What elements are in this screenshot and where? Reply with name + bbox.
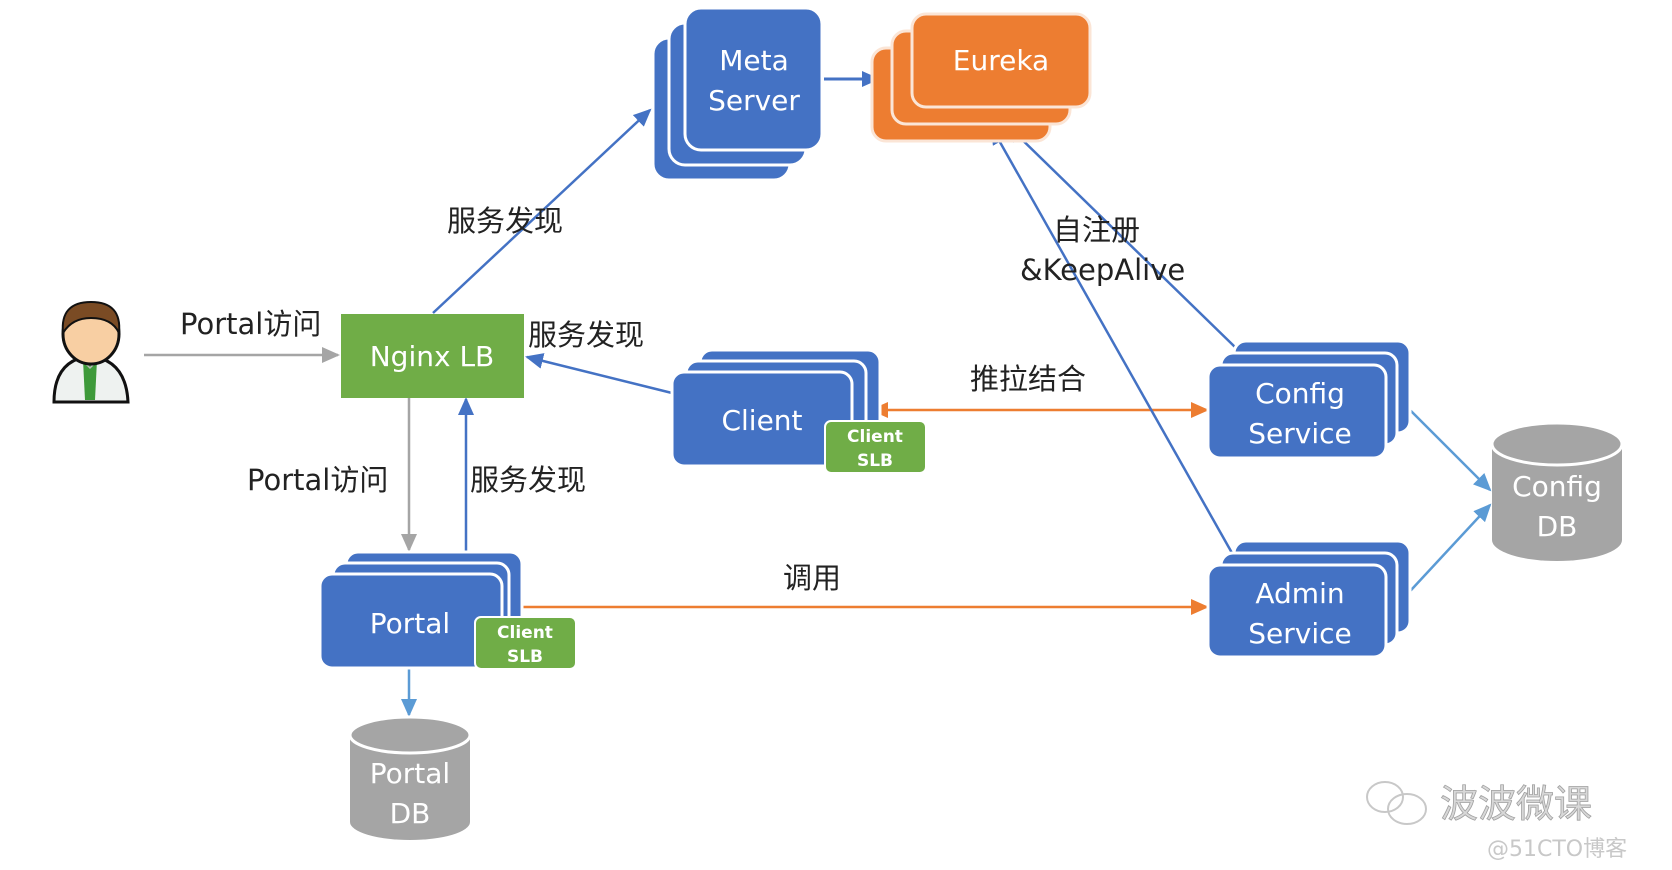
nginx-lb-label: Nginx LB	[370, 340, 495, 373]
meta-server-label-1: Meta	[719, 44, 789, 77]
label-user-to-nginx: Portal访问	[180, 307, 321, 341]
edge-admin-to-db	[1399, 503, 1492, 603]
client-label: Client	[721, 404, 802, 437]
label-client-config: 推拉结合	[970, 362, 1086, 396]
node-client-slb: Client SLB	[824, 420, 927, 474]
edge-client-to-nginx	[525, 353, 673, 395]
label-nginx-to-meta: 服务发现	[447, 204, 563, 238]
label-register-1: 自注册	[1053, 213, 1140, 247]
config-db-label-1: Config	[1512, 470, 1602, 503]
node-portal-slb: Client SLB	[474, 616, 577, 670]
edge-config-to-db	[1399, 399, 1492, 492]
watermark-brand: 波波微课	[1440, 782, 1592, 826]
portal-slb-label-1: Client	[497, 623, 553, 643]
client-slb-label-1: Client	[847, 427, 903, 447]
portal-label: Portal	[370, 607, 450, 640]
edge-config-to-eureka	[1006, 124, 1237, 349]
config-service-label-2: Service	[1248, 417, 1351, 450]
admin-service-label-1: Admin	[1255, 577, 1344, 610]
node-portal-db: Portal DB	[348, 715, 472, 840]
portal-db-label-2: DB	[390, 797, 431, 830]
client-slb-label-2: SLB	[857, 451, 893, 471]
node-client: Client	[670, 348, 882, 468]
node-nginx-lb: Nginx LB	[341, 314, 524, 398]
label-nginx-to-portal: Portal访问	[247, 463, 388, 497]
portal-db-label-1: Portal	[370, 757, 450, 790]
node-config-service: Config Service	[1206, 339, 1412, 460]
label-portal-admin: 调用	[783, 561, 841, 595]
eureka-label: Eureka	[953, 44, 1049, 77]
watermark-source: @51CTO博客	[1487, 837, 1627, 862]
config-service-label-1: Config	[1255, 377, 1345, 410]
config-db-label-2: DB	[1537, 510, 1578, 543]
node-config-db: Config DB	[1490, 421, 1624, 561]
node-eureka: Eureka	[870, 12, 1092, 143]
user-icon	[52, 300, 130, 404]
wechat-icon	[1366, 781, 1427, 825]
node-meta-server: Meta Server	[651, 6, 824, 182]
edge-nginx-to-meta	[432, 108, 652, 314]
edge-admin-to-eureka	[990, 126, 1234, 554]
label-client-to-nginx: 服务发现	[528, 318, 644, 352]
admin-service-label-2: Service	[1248, 617, 1351, 650]
label-portal-to-nginx: 服务发现	[470, 463, 586, 497]
label-register-2: &KeepAlive	[1020, 253, 1185, 287]
node-admin-service: Admin Service	[1206, 539, 1412, 659]
meta-server-label-2: Server	[708, 84, 800, 117]
portal-slb-label-2: SLB	[507, 647, 543, 667]
watermark: 波波微课 @51CTO博客	[1366, 781, 1627, 862]
